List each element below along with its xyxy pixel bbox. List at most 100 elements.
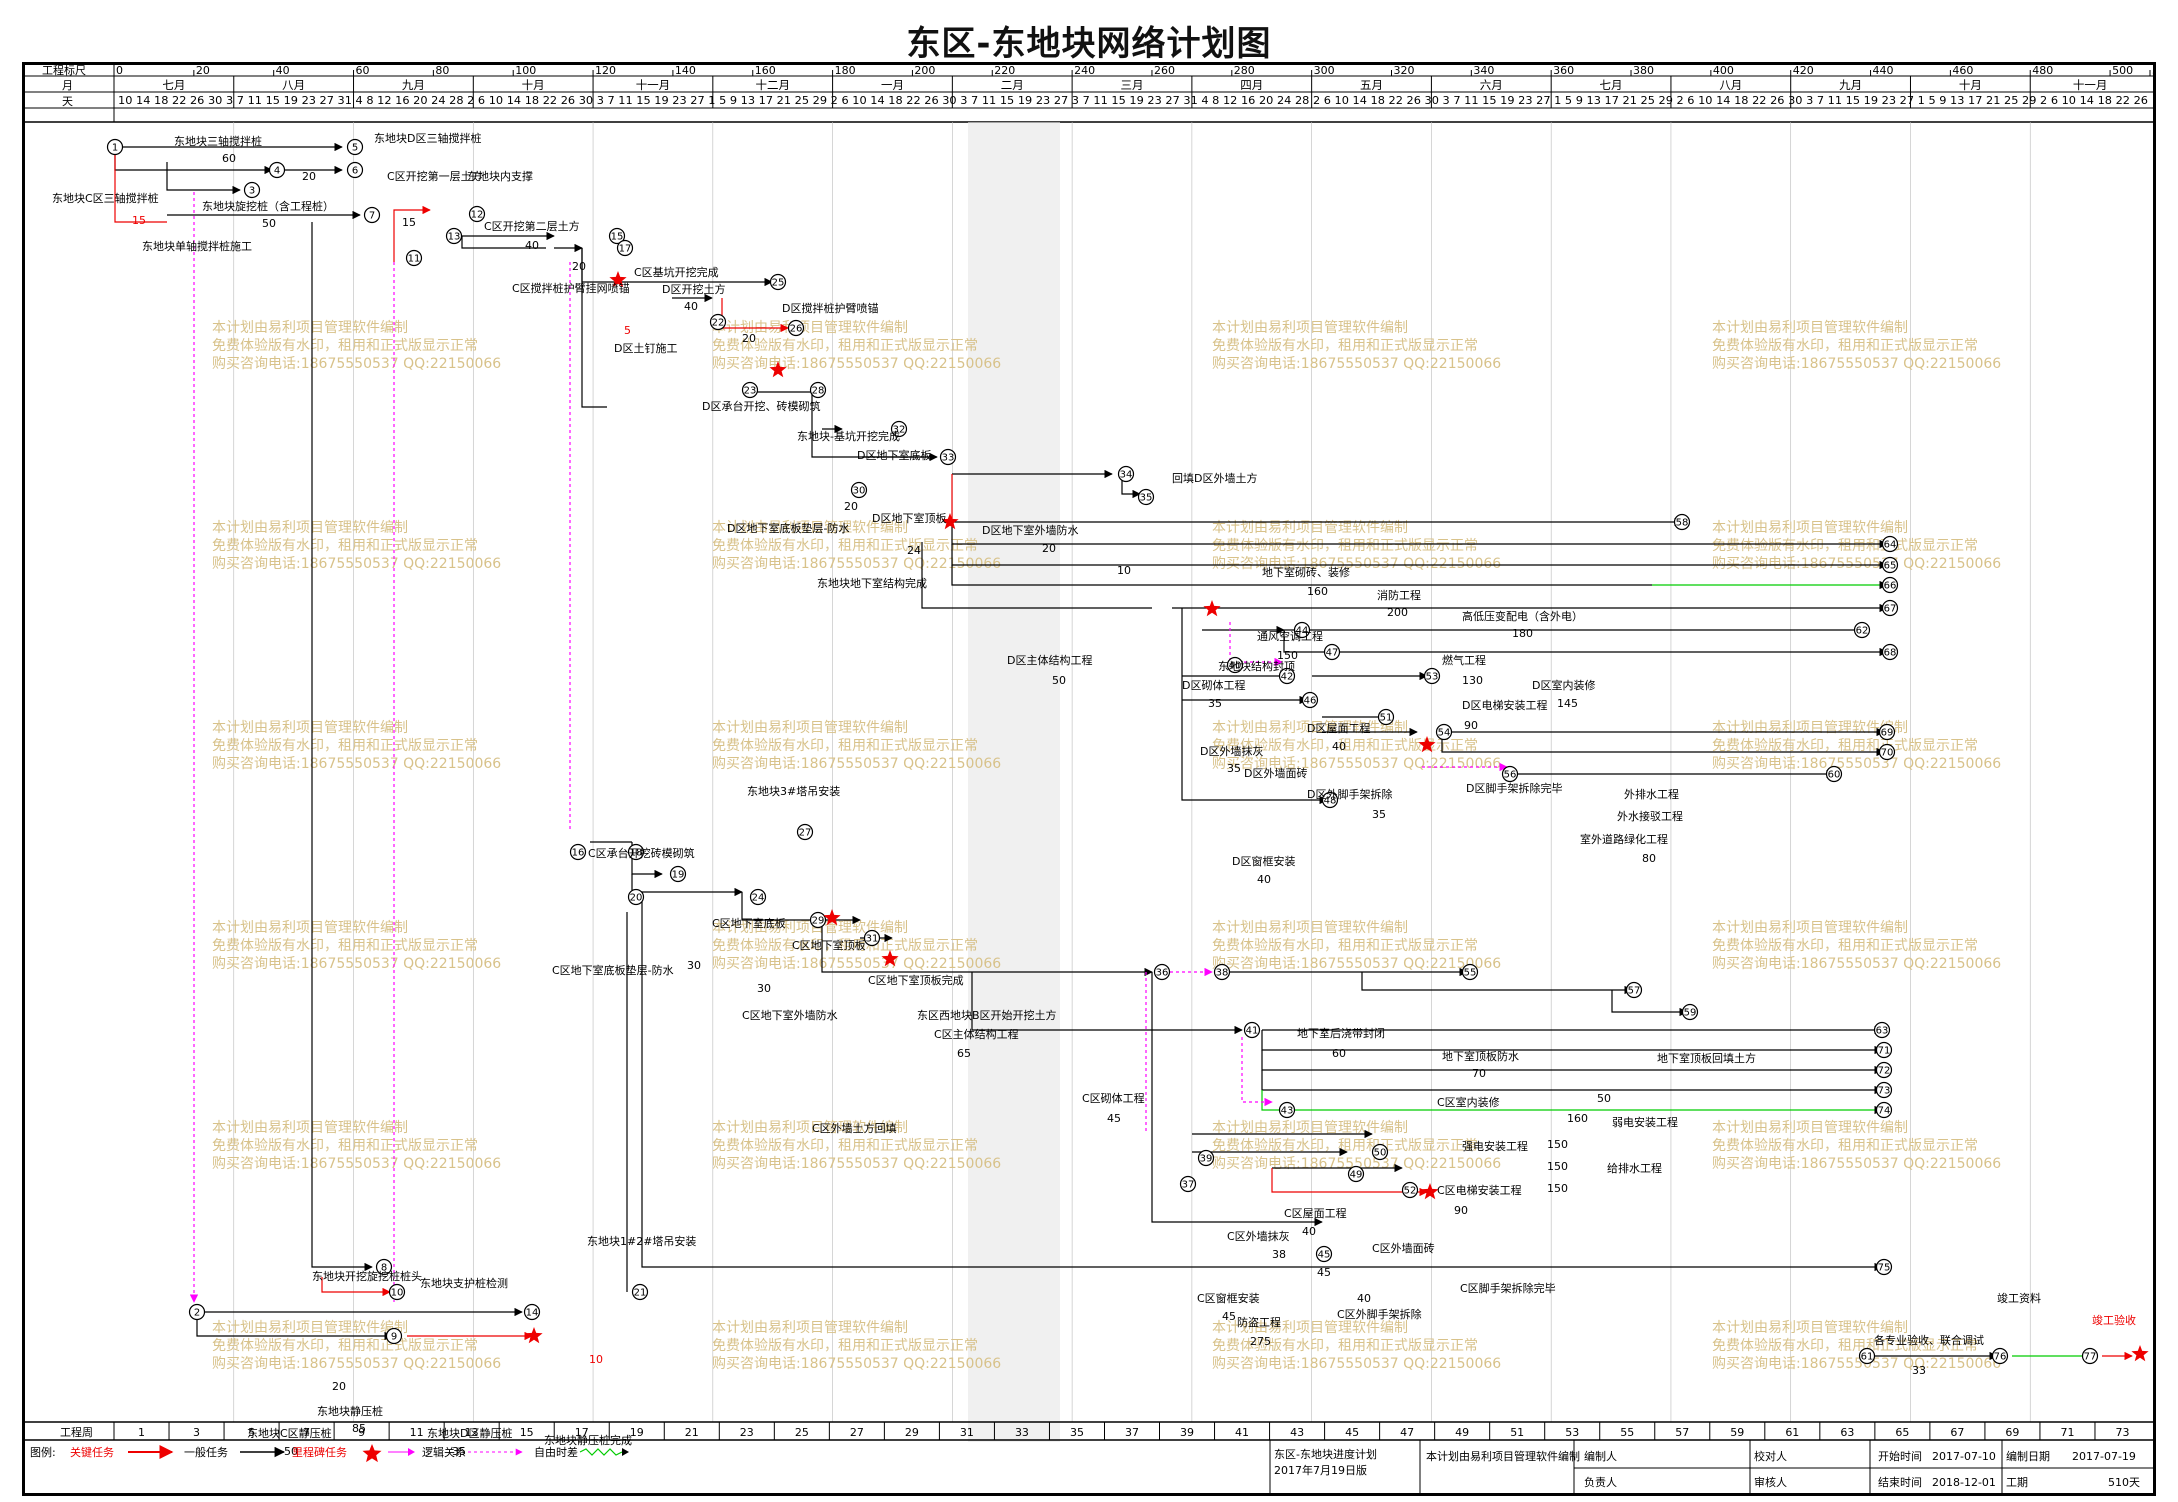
week-label: 59: [1730, 1426, 1744, 1439]
watermark-line: 本计划由易利项目管理软件编制: [1712, 520, 1908, 536]
network-node: 39: [1197, 1149, 1215, 1167]
task-label: 东地块D区三轴搅拌桩: [374, 131, 481, 145]
network-node: 22: [709, 313, 727, 331]
scale-tick-label: 360: [1553, 64, 1574, 77]
milestone-star-icon: [1421, 1183, 1439, 1200]
scale-tick-label: 480: [2032, 64, 2053, 77]
info-period-value: 510天: [2108, 1476, 2140, 1489]
watermark-line: 本计划由易利项目管理软件编制: [712, 320, 908, 336]
milestone-star-icon: [881, 950, 899, 967]
holiday-band: [968, 122, 1060, 1442]
milestone-star-icon: [609, 271, 627, 288]
svg-text:2: 2: [194, 1308, 200, 1319]
link-c-scaffold: [1271, 1168, 1428, 1197]
network-node: 4: [268, 161, 286, 179]
network-node: 17: [616, 239, 634, 257]
network-node: 5: [346, 138, 364, 156]
link-crit-1: [114, 147, 167, 223]
info-made-by: 本计划由易利项目管理软件编制: [1426, 1449, 1580, 1463]
svg-text:25: 25: [772, 278, 785, 289]
week-label: 13: [465, 1426, 479, 1439]
watermark-line: 购买咨询电话:18675550537 QQ:22150066: [212, 356, 501, 372]
network-node: 14: [523, 1303, 541, 1321]
network-node: 69: [1878, 723, 1896, 741]
task-label: D区承台开挖、砖模砌筑: [702, 399, 820, 413]
task-label: D区外墙抹灰: [1200, 744, 1263, 758]
footer-week-label: 工程周: [60, 1426, 93, 1439]
info-plan-version: 2017年7月19日版: [1274, 1463, 1367, 1477]
task-label: C区承台开挖砖模砌筑: [588, 846, 695, 860]
svg-text:33: 33: [942, 453, 955, 464]
network-node: 59: [1681, 1003, 1699, 1021]
network-node: 68: [1881, 643, 1899, 661]
link-59: [1611, 990, 1688, 1017]
task-label: D区室内装修: [1532, 678, 1595, 692]
milestone-star-icon: [525, 1327, 543, 1344]
network-node: 13: [445, 227, 463, 245]
week-label: 15: [520, 1426, 534, 1439]
info-checker-label: 校对人: [1754, 1449, 1787, 1463]
watermark-line: 本计划由易利项目管理软件编制: [212, 1320, 408, 1336]
link-66a: [951, 565, 1652, 586]
network-node: 21: [631, 1283, 649, 1301]
network-node: 49: [1347, 1165, 1365, 1183]
watermark-line: 购买咨询电话:18675550537 QQ:22150066: [1712, 1156, 2001, 1172]
watermark-line: 免费体验版有水印，租用和正式版显示正常: [1712, 1338, 1978, 1354]
legend-logic-arrow-icon: [408, 1448, 415, 1456]
link-d2: [581, 248, 607, 408]
task-label: 东地块C区三轴搅拌桩: [52, 191, 159, 205]
svg-text:44: 44: [1296, 626, 1309, 637]
watermark-line: 免费体验版有水印，租用和正式版显示正常: [1712, 338, 1978, 354]
network-node: 2: [188, 1303, 206, 1321]
svg-text:6: 6: [352, 166, 358, 177]
legend-milestone: 里程碑任务: [292, 1446, 347, 1459]
week-label: 27: [850, 1426, 864, 1439]
watermark-line: 免费体验版有水印，租用和正式版显示正常: [212, 538, 478, 554]
task-label: D区地下室顶板: [872, 511, 946, 525]
network-node: 37: [1179, 1175, 1197, 1193]
network-node: 65: [1881, 556, 1899, 574]
watermark-line: 本计划由易利项目管理软件编制: [1712, 720, 1908, 736]
task-label: 东地块-基坑开挖完成: [797, 429, 900, 443]
network-node: 28: [809, 381, 827, 399]
svg-text:42: 42: [1281, 672, 1294, 683]
task-duration: 30: [687, 959, 701, 972]
milestone-star-icon: [1418, 736, 1436, 753]
network-node: 56: [1501, 765, 1519, 783]
week-label: 69: [2005, 1426, 2019, 1439]
network-node: 12: [468, 205, 486, 223]
link-c-roof: [1361, 972, 1612, 991]
info-reviewer-label: 审核人: [1754, 1475, 1787, 1489]
link-74: [1261, 1090, 1883, 1115]
task-duration: 35: [1372, 808, 1386, 821]
svg-text:67: 67: [1884, 604, 1897, 615]
milestone-star-icon: [769, 361, 787, 378]
week-label: 67: [1950, 1426, 1964, 1439]
task-label: C区地下室底板: [712, 916, 786, 930]
link-24b: [741, 892, 822, 921]
svg-text:34: 34: [1120, 470, 1133, 481]
task-label: 地下室顶板防水: [1442, 1049, 1519, 1063]
task-duration: 35: [1208, 697, 1222, 710]
task-duration: 38: [1272, 1248, 1286, 1261]
week-label: 39: [1180, 1426, 1194, 1439]
month-label: 六月: [1480, 78, 1503, 92]
task-label: D区外墙面砖: [1244, 766, 1307, 780]
network-node: 64: [1881, 535, 1899, 553]
watermark-line: 本计划由易利项目管理软件编制: [712, 1120, 908, 1136]
milestone-layer: [525, 271, 2149, 1362]
svg-text:52: 52: [1404, 1186, 1417, 1197]
task-label: 外水接驳工程: [1617, 810, 1683, 823]
network-node: 25: [769, 273, 787, 291]
svg-text:32: 32: [893, 425, 906, 436]
task-label: C区砌体工程: [1082, 1091, 1145, 1105]
week-label: 35: [1070, 1426, 1084, 1439]
scale-tick-label: 160: [755, 64, 776, 77]
svg-text:51: 51: [1380, 713, 1393, 724]
task-duration: 50: [1052, 674, 1066, 687]
network-node: 74: [1875, 1101, 1893, 1119]
scale-tick-label: 120: [595, 64, 616, 77]
task-duration: 90: [1464, 719, 1478, 732]
